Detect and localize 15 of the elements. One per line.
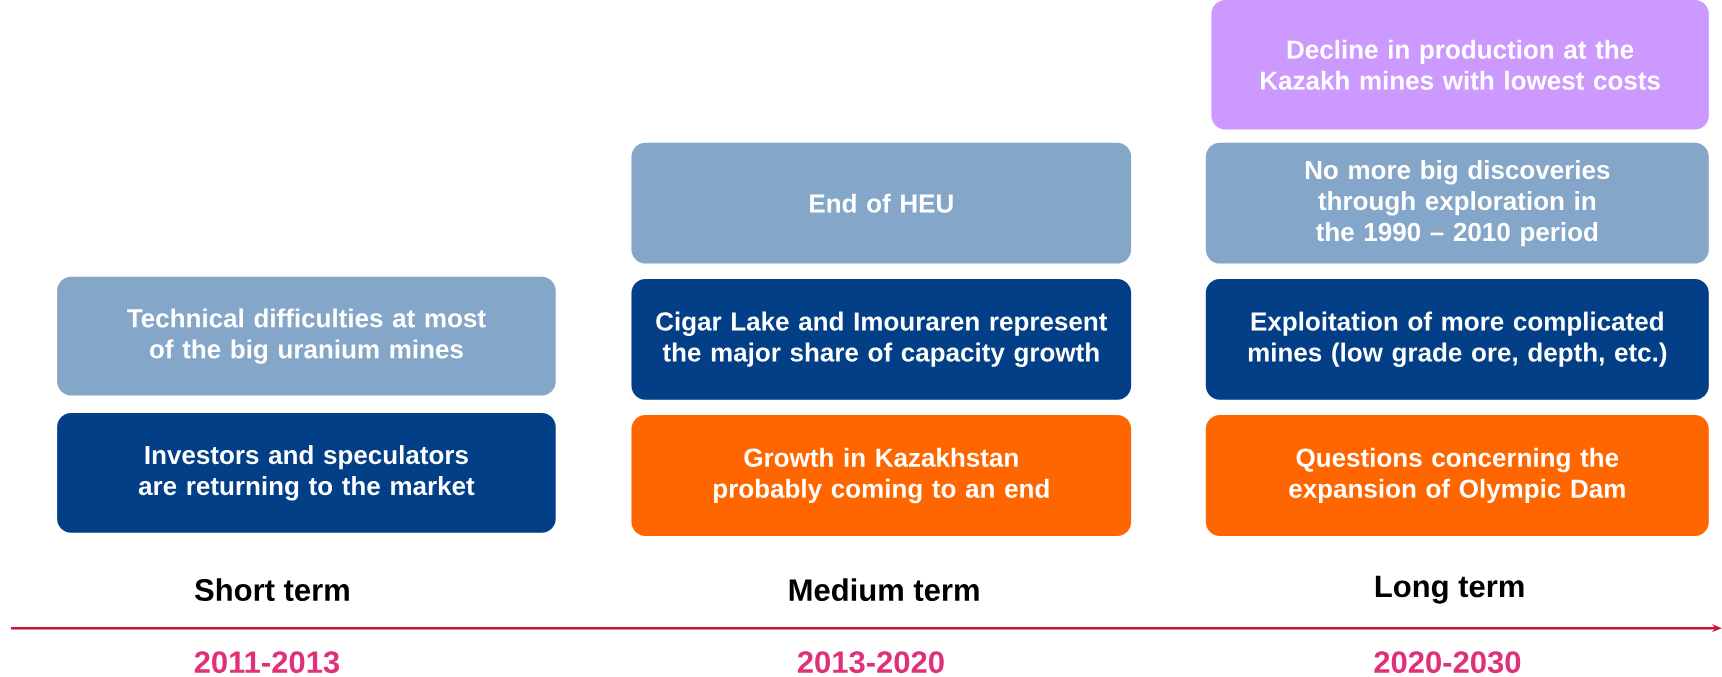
year-label: 2013-2020 bbox=[797, 651, 944, 674]
text-box: Cigar Lake and Imouraren represent the major share of capacity growth bbox=[631, 278, 1132, 400]
text-box: Growth in Kazakhstan probably coming to an end bbox=[631, 415, 1132, 536]
term-label: Short term bbox=[194, 578, 349, 602]
year-label: 2011-2013 bbox=[194, 651, 340, 674]
text-box: Decline in production at the Kazakh mines with lowest costs bbox=[1211, 0, 1709, 130]
text-box: Investors and speculators are returning to the market bbox=[57, 412, 556, 533]
text-box: Exploitation of more complicated mines (low grade ore, depth, etc.) bbox=[1205, 278, 1709, 400]
text-box: No more big discoveries through exploration in the 1990 – 2010 period bbox=[1205, 142, 1709, 264]
text-box: Questions concerning the expansion of Olympic Dam bbox=[1205, 415, 1709, 536]
term-label: Long term bbox=[1375, 575, 1524, 604]
text-box: Technical difficulties at most of the big uranium mines bbox=[57, 276, 556, 396]
term-label: Medium term bbox=[789, 578, 979, 602]
year-label: 2020-2030 bbox=[1374, 651, 1521, 674]
text-box: End of HEU bbox=[631, 142, 1132, 264]
